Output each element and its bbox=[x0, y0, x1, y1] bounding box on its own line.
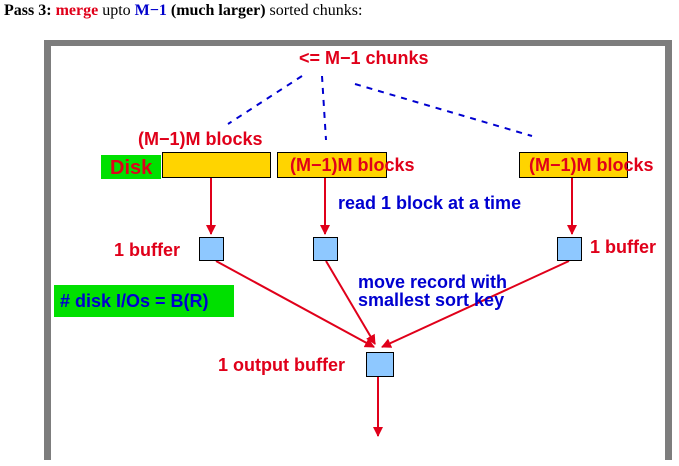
output-buffer bbox=[366, 352, 394, 377]
blocks-label-top: (M−1)M blocks bbox=[138, 129, 263, 149]
buffer-right-label: 1 buffer bbox=[590, 237, 657, 257]
input-buffer-left bbox=[199, 237, 224, 261]
dashed-line-middle bbox=[321, 75, 327, 141]
disk-io-tag: # disk I/Os = B(R) bbox=[54, 285, 234, 317]
disk-label: Disk bbox=[110, 157, 153, 179]
heading-rest: sorted chunks: bbox=[269, 2, 363, 19]
disk-tag: Disk bbox=[101, 155, 161, 179]
pass-label: Pass 3: bbox=[4, 2, 52, 19]
input-buffer-middle bbox=[313, 237, 338, 261]
disk-chunk-left bbox=[162, 152, 271, 178]
output-buffer-label: 1 output buffer bbox=[218, 355, 345, 375]
paren-open: ( bbox=[170, 2, 177, 19]
input-buffer-right bbox=[557, 237, 582, 261]
dashed-line-left bbox=[227, 75, 303, 125]
disk-chunk-right: (M−1)M blocks bbox=[519, 152, 654, 178]
disk-io-label: # disk I/Os = B(R) bbox=[60, 291, 209, 311]
page-heading: Pass 3: merge upto M−1 (much larger) sor… bbox=[4, 2, 362, 20]
merge-word: merge bbox=[55, 2, 99, 19]
read-label: read 1 block at a time bbox=[338, 193, 522, 213]
arrow-right-buffer-to-output bbox=[381, 260, 570, 348]
paren-close: ) bbox=[260, 2, 266, 19]
blocks-label-middle: (M−1)M blocks bbox=[290, 155, 415, 175]
arrow-left-buffer-to-output bbox=[215, 260, 375, 348]
upto-word: upto bbox=[102, 2, 131, 19]
move-label-line2: smallest sort key bbox=[358, 290, 505, 310]
much-larger: much larger bbox=[176, 2, 261, 19]
m-minus-1: M−1 bbox=[134, 2, 167, 19]
diagram-lines bbox=[206, 75, 577, 437]
disk-chunk-middle: (M−1)M blocks bbox=[277, 152, 415, 178]
buffer-left-label: 1 buffer bbox=[114, 240, 181, 260]
chunks-label: <= M−1 chunks bbox=[299, 48, 429, 68]
blocks-label-right: (M−1)M blocks bbox=[529, 155, 654, 175]
move-label-line1: move record with bbox=[358, 272, 508, 292]
dashed-line-right bbox=[354, 83, 533, 137]
arrow-middle-buffer-to-output bbox=[325, 260, 376, 345]
